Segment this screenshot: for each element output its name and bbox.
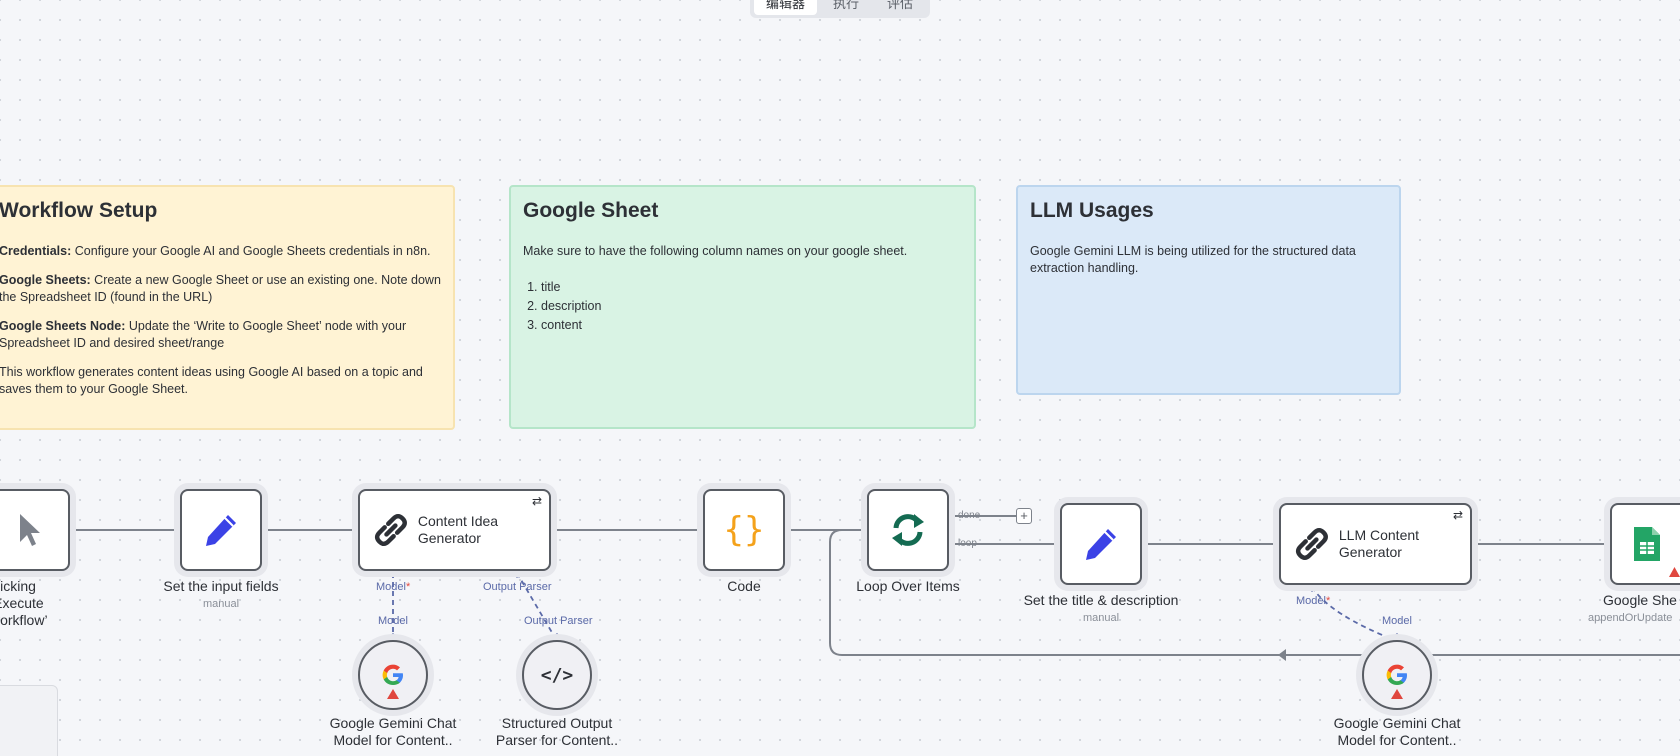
loop-label: loop (958, 538, 977, 549)
note-title: Google Sheet (523, 199, 659, 222)
node-title: LLM Content Generator (1338, 527, 1420, 560)
chain-link-icon (1295, 527, 1328, 561)
content-idea-generator-node[interactable]: Content Idea Generator (358, 489, 551, 571)
gemini-chat-model-label-2: Google Gemini Chat Model for Content.. (1333, 715, 1461, 748)
pencil-icon (1086, 529, 1116, 560)
note-paragraph: Google Sheets: Create a new Google Sheet… (0, 273, 441, 304)
column-list: title description content (523, 278, 962, 335)
node-title: Content Idea Generator (417, 513, 499, 546)
note-title: Workflow Setup (0, 199, 158, 222)
loop-over-items-label: Loop Over Items (856, 578, 960, 594)
note-title: LLM Usages (1030, 199, 1154, 222)
tab-editor[interactable]: 编辑器 (754, 0, 818, 15)
google-sheets-sub: appendOrUpdate (1588, 612, 1673, 624)
pencil-icon (206, 515, 236, 546)
note-paragraph: Credentials: Configure your Google AI an… (0, 244, 431, 258)
model-link-label: Model (378, 615, 408, 627)
note-paragraph: This workflow generates content ideas us… (0, 365, 423, 396)
model-link-label: Model (1382, 615, 1412, 627)
loop-over-items-node[interactable] (867, 489, 949, 571)
note-paragraph: Google Sheets Node: Update the ‘Write to… (0, 319, 407, 350)
list-item: content (541, 316, 962, 335)
braces-icon: {} (723, 510, 765, 550)
code-node[interactable]: {} (703, 489, 785, 571)
gemini-chat-model-node[interactable] (358, 640, 428, 710)
google-sheets-label: Google She (1603, 592, 1677, 608)
warning-icon (1391, 689, 1403, 699)
set-title-description-node[interactable] (1060, 503, 1142, 585)
set-input-fields-label: Set the input fields (163, 578, 279, 594)
sticky-note-workflow-setup[interactable]: Workflow Setup Credentials: Configure yo… (0, 185, 455, 430)
trigger-node-label: clicking ‘Execute workflow’ (0, 578, 48, 628)
note-paragraph: Make sure to have the following column n… (523, 244, 908, 258)
sticky-note-google-sheet[interactable]: Google Sheet Make sure to have the follo… (509, 185, 976, 429)
view-tabs: 编辑器 执行 评估 (750, 0, 930, 18)
model-port-label: Model* (1296, 595, 1331, 607)
google-sheets-node[interactable] (1610, 503, 1680, 585)
set-input-fields-node[interactable] (180, 489, 262, 571)
list-item: description (541, 297, 962, 316)
loop-icon (892, 514, 924, 546)
canvas-side-panel (0, 685, 58, 756)
structured-output-parser-label: Structured Output Parser for Content.. (495, 715, 619, 748)
chain-link-icon (374, 513, 407, 547)
warning-icon (387, 689, 399, 699)
tab-evaluations[interactable]: 评估 (887, 0, 914, 11)
note-paragraph: Google Gemini LLM is being utilized for … (1030, 244, 1356, 275)
sticky-note-llm-usages[interactable]: LLM Usages Google Gemini LLM is being ut… (1016, 185, 1401, 395)
add-node-button[interactable]: + (1016, 508, 1032, 524)
set-title-description-label: Set the title & description (1023, 592, 1179, 608)
output-parser-port-label: Output Parser (483, 581, 552, 593)
gemini-chat-model-label: Google Gemini Chat Model for Content.. (329, 715, 457, 748)
retry-icon: ⇄ (532, 494, 543, 508)
structured-output-parser-node[interactable]: </> (522, 640, 592, 710)
retry-icon: ⇄ (1453, 508, 1464, 522)
code-tag-icon: </> (540, 664, 574, 686)
code-node-label: Code (727, 578, 761, 594)
trigger-node[interactable] (0, 489, 70, 571)
set-input-fields-sub: manual (202, 598, 240, 610)
arrow-head (1278, 649, 1286, 661)
output-parser-link-label: Output Parser (524, 615, 593, 627)
tab-executions[interactable]: 执行 (833, 0, 860, 11)
done-label: done (958, 510, 981, 521)
model-port-label: Model* (376, 581, 411, 593)
google-g-icon (382, 664, 403, 685)
llm-content-generator-node[interactable]: LLM Content Generator (1279, 503, 1472, 585)
edge-loop-back (829, 529, 1680, 656)
google-sheets-icon (1634, 527, 1660, 561)
set-title-description-sub: manual (1082, 612, 1120, 624)
list-item: title (541, 278, 962, 297)
warning-icon (1669, 567, 1680, 577)
cursor-icon (20, 514, 40, 546)
google-g-icon (1386, 664, 1407, 685)
